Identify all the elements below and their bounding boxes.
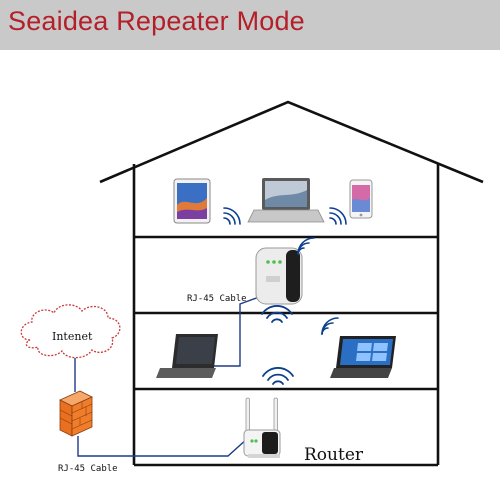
internet-cloud: Intenet [20,304,121,359]
cloud-label: Intenet [52,330,93,343]
house-outline [99,100,484,467]
repeater-icon [255,247,303,305]
tablet-icon [173,178,211,224]
laptop-icon [156,334,218,378]
wifi-icon [223,207,241,225]
wifi-icon [297,237,315,255]
wifi-icon [261,305,293,323]
cable-label-top: RJ-45 Cable [187,294,247,304]
router-label: Router [304,445,364,465]
cable-label-bottom: RJ-45 Cable [58,464,118,474]
cables [74,295,263,457]
title-banner: Seaidea Repeater Mode [0,0,500,50]
wifi-icon [321,317,339,335]
router-icon [243,397,281,458]
firewall-icon [59,390,93,437]
phone-icon [349,179,373,219]
laptop-icon [247,178,325,223]
tablet-icon [330,336,396,378]
page-title: Seaidea Repeater Mode [8,6,305,36]
wifi-icon [329,207,347,225]
wifi-icon [262,367,294,385]
